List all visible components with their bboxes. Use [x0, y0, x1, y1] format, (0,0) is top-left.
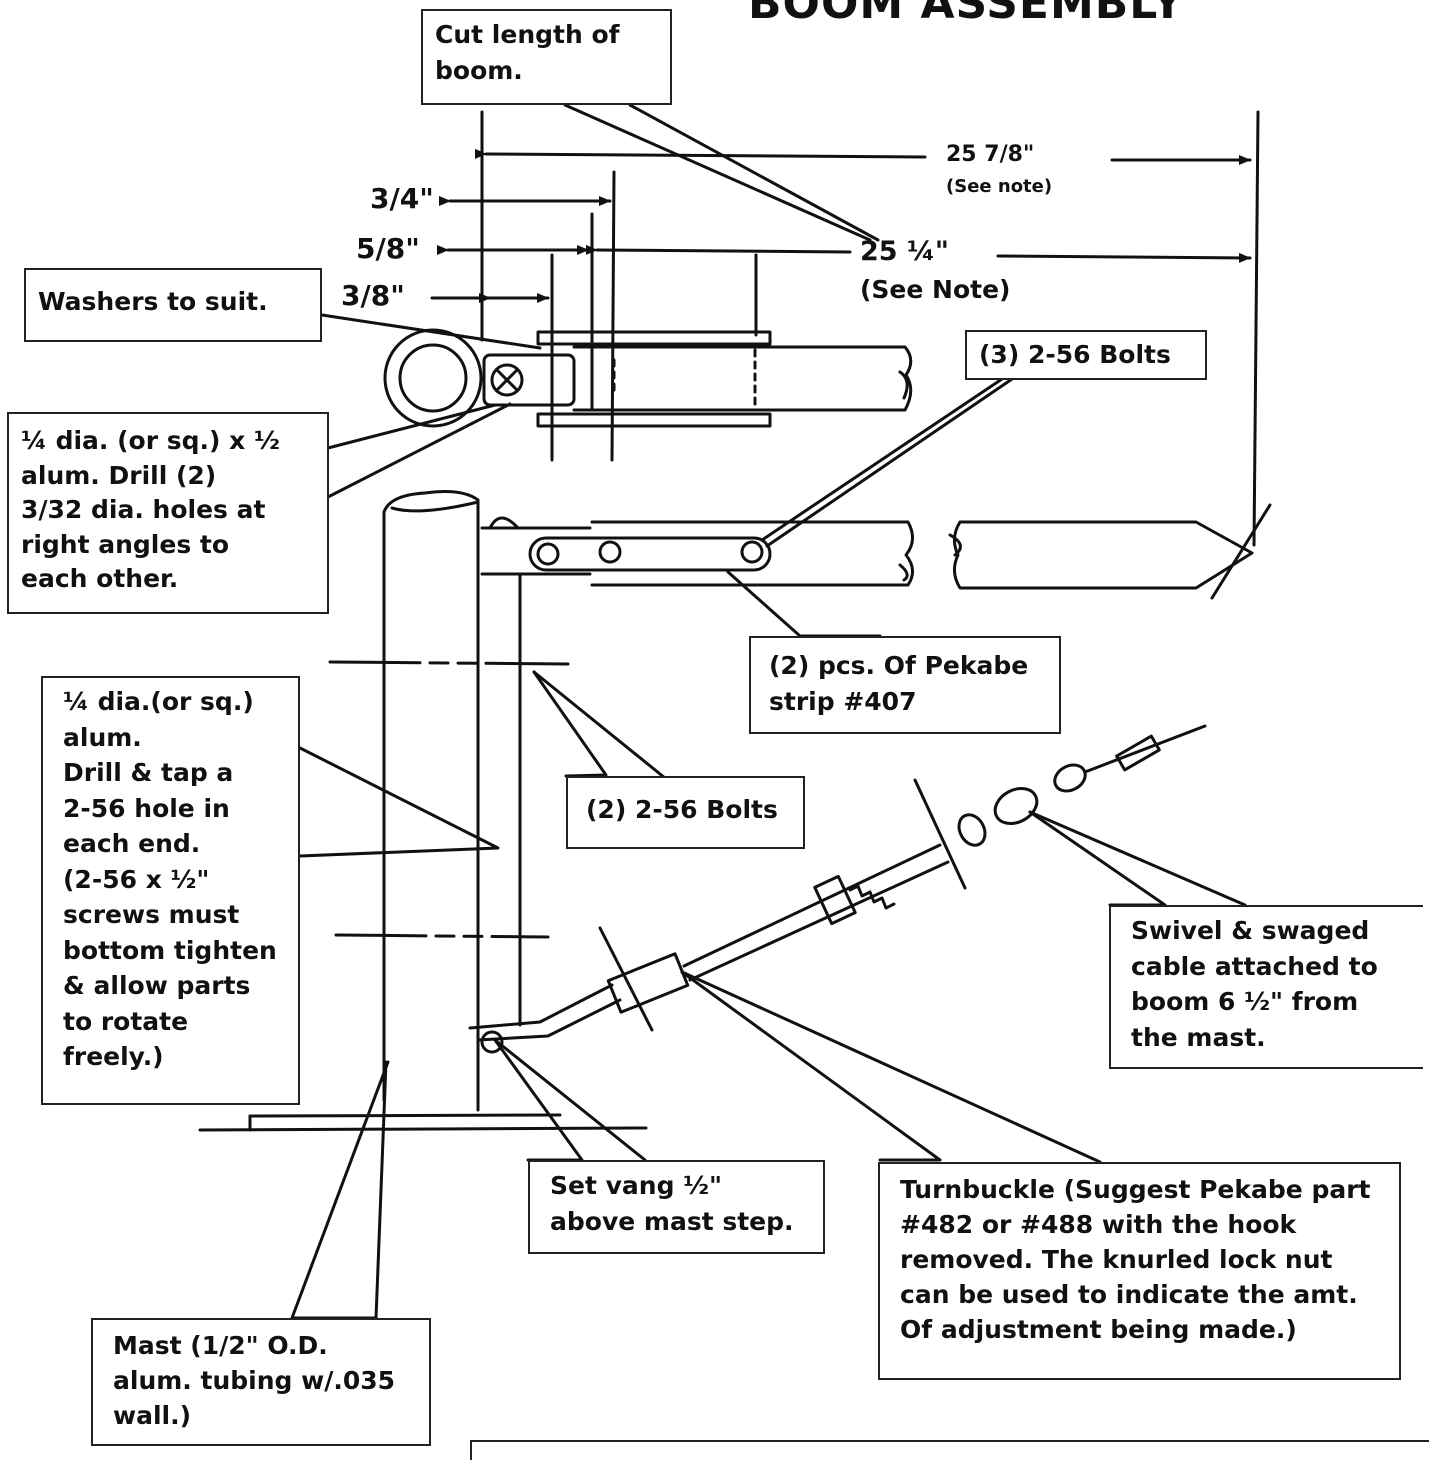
leader-turnbuckle [680, 970, 942, 1162]
swaged-sleeve [1115, 734, 1161, 772]
leader-bolts3-1 [760, 375, 1007, 542]
callout-washers: Washers to suit. [24, 268, 322, 342]
mast-bolt-2 [334, 933, 550, 939]
gooseneck-block [482, 353, 576, 407]
boom-end-tube [953, 520, 1254, 590]
leader-alum-rod [298, 746, 500, 858]
boom-top-tube [572, 345, 913, 412]
mast-tube [382, 490, 480, 1112]
leader-alum-1 [326, 403, 497, 450]
ext-line-34 [610, 170, 616, 462]
dim-label-34: 3/4" [370, 182, 434, 215]
leader-washers [320, 313, 542, 350]
callout-bolts-2: (2) 2-56 Bolts [566, 776, 805, 849]
callout-turnbuckle: Turnbuckle (Suggest Pekabe part #482 or … [878, 1162, 1401, 1380]
dim-label-cut: 25 ¼" [860, 236, 949, 267]
dim-cut-left [585, 244, 852, 255]
swivel [993, 786, 1039, 826]
gooseneck-bolt [490, 363, 524, 397]
diagram-title: BOOM ASSEMBLY [748, 0, 1185, 29]
dim-label-58: 5/8" [356, 232, 420, 265]
callout-mast: Mast (1/2" O.D. alum. tubing w/.035 wall… [91, 1318, 431, 1446]
callout-bolts-3: (3) 2-56 Bolts [965, 330, 1207, 380]
leader-mast [290, 1060, 390, 1320]
dim-label-overall: 25 7/8" [946, 142, 1035, 167]
turnbuckle-body [682, 843, 942, 968]
dim-label-cut-note: (See Note) [860, 275, 1011, 304]
mast-top-inner [398, 343, 468, 413]
leader-bolts2 [532, 670, 608, 778]
strip-bottom [536, 412, 772, 428]
cable [1083, 724, 1207, 774]
callout-note-partial [470, 1440, 1429, 1460]
callout-cut-length: Cut length of boom. [421, 9, 672, 105]
callout-alum-block: ¼ dia. (or sq.) x ½ alum. Drill (2) 3/32… [7, 412, 329, 614]
callout-swivel: Swivel & swaged cable attached to boom 6… [1109, 905, 1423, 1069]
leader-pekabe [726, 570, 882, 638]
mast-step-plate [198, 1126, 648, 1132]
leader-cut-length-2 [628, 103, 880, 242]
leader-swivel [1028, 810, 1167, 907]
strip-top [536, 330, 772, 346]
strip-side [528, 536, 772, 572]
callout-set-vang: Set vang ½" above mast step. [528, 1160, 825, 1254]
turnbuckle-nut [813, 874, 857, 926]
mast-bolt-1 [328, 660, 570, 666]
leader-bolts3-2 [765, 375, 1017, 548]
mast-top-outer [383, 328, 483, 428]
boom-side-tube [590, 520, 914, 587]
leader-cut-length-1 [563, 103, 872, 242]
ext-line-boom-end [1252, 110, 1260, 547]
gooseneck-arm [480, 526, 592, 576]
vang-clevis [606, 952, 690, 1014]
leader-alum-2 [326, 402, 512, 499]
callout-pekabe-strip: (2) pcs. Of Pekabe strip #407 [749, 636, 1061, 734]
dim-label-overall-note: (See note) [946, 176, 1053, 197]
dim-label-38: 3/8" [341, 279, 405, 312]
dim-cut-right [996, 252, 1252, 263]
dim-overall-left [474, 148, 927, 159]
callout-alum-rod: ¼ dia.(or sq.) alum. Drill & tap a 2-56 … [41, 676, 300, 1105]
